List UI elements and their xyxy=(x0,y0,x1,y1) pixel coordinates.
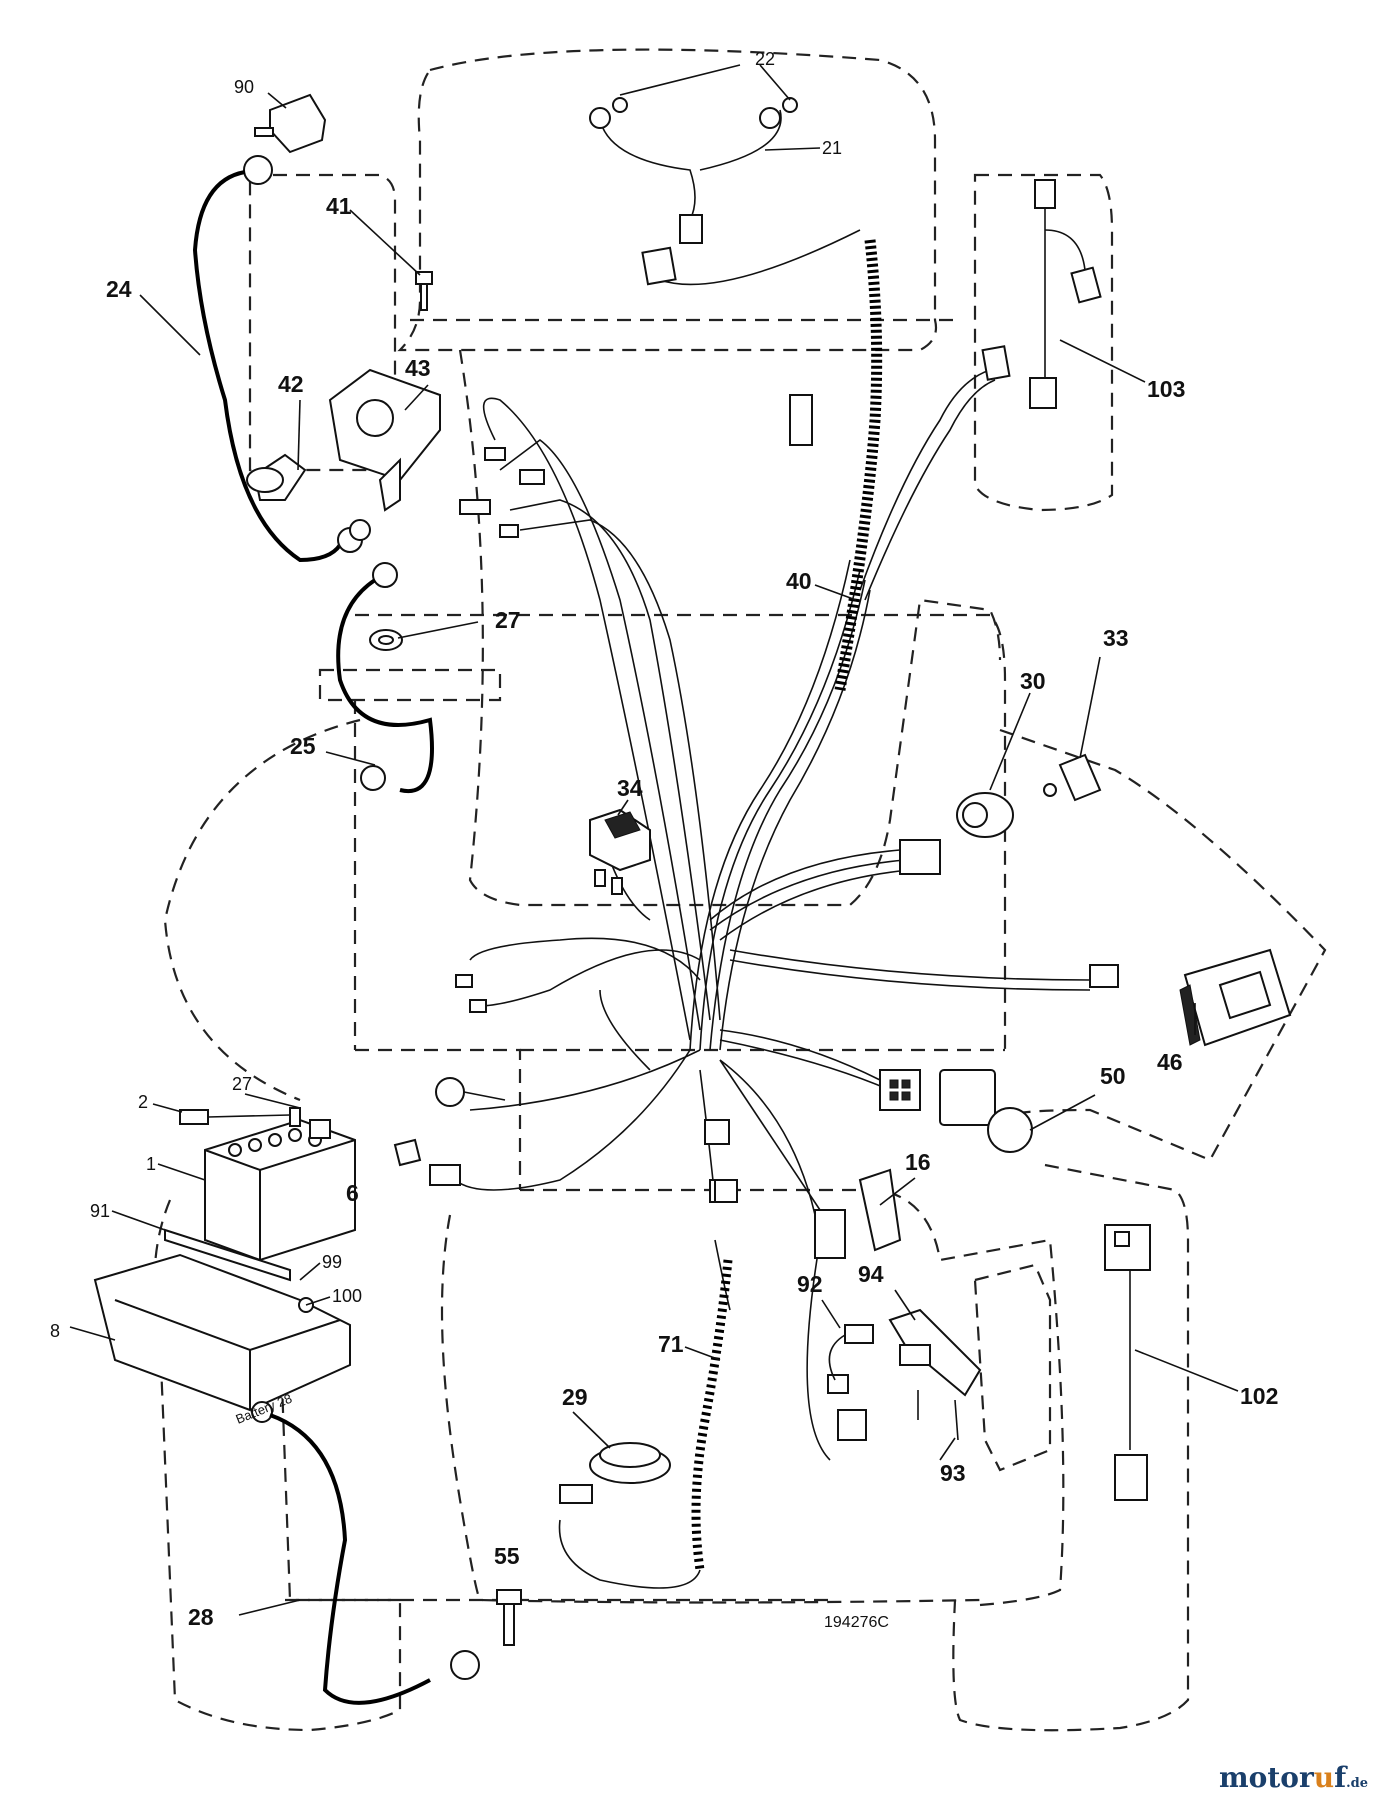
label-40: 40 xyxy=(786,568,812,594)
switch-34 xyxy=(589,808,651,895)
battery-1 xyxy=(204,1118,356,1262)
bolt-41 xyxy=(415,271,433,311)
label-100: 100 xyxy=(332,1286,362,1306)
leader-lines xyxy=(69,64,1239,1616)
seat-pan xyxy=(973,1263,1052,1472)
headlight-bulb-right xyxy=(759,107,781,129)
label-28: 28 xyxy=(188,1604,214,1630)
connector-6 xyxy=(393,1138,461,1186)
label-41: 41 xyxy=(326,193,352,219)
cable-25 xyxy=(336,562,434,794)
label-50: 50 xyxy=(1100,1063,1126,1089)
label-30: 30 xyxy=(1020,668,1046,694)
label-29: 29 xyxy=(562,1384,588,1410)
key-switch-30 xyxy=(899,792,1014,875)
screws-93 xyxy=(917,1390,959,1441)
label-2: 2 xyxy=(138,1092,148,1112)
label-99: 99 xyxy=(322,1252,342,1272)
label-55: 55 xyxy=(494,1543,520,1569)
conduit-40 xyxy=(834,239,883,691)
headlight-bulb-left xyxy=(589,107,611,129)
label-34: 34 xyxy=(617,775,643,801)
part-103 xyxy=(789,179,1102,446)
bolt-2 xyxy=(179,1107,301,1127)
label-8: 8 xyxy=(50,1321,60,1341)
connectors-92 xyxy=(827,1324,874,1441)
side-connector xyxy=(1089,964,1119,988)
nut-27 xyxy=(369,629,403,651)
label-25: 25 xyxy=(290,733,316,759)
connector-16 xyxy=(814,1168,902,1259)
watermark-logo: motoruf.de xyxy=(1219,1761,1368,1794)
label-6: 6 xyxy=(346,1180,359,1206)
main-harness-wires xyxy=(454,369,1091,1461)
relay-33 xyxy=(1043,753,1102,802)
conduit-71 xyxy=(558,1179,738,1589)
watermark-tld: .de xyxy=(1346,1776,1368,1791)
drawing-number: 194276C xyxy=(824,1614,889,1631)
label-22: 22 xyxy=(755,49,775,69)
watermark-accent: u xyxy=(1313,1761,1335,1794)
label-24: 24 xyxy=(106,276,132,302)
label-46: 46 xyxy=(1157,1049,1183,1075)
label-103: 103 xyxy=(1147,376,1185,402)
label-21: 21 xyxy=(822,138,842,158)
battery-cable-24 xyxy=(192,155,363,563)
safety-switch-94 xyxy=(888,1308,982,1397)
switch-50 xyxy=(879,1069,1033,1153)
watermark-end: f xyxy=(1334,1761,1347,1794)
label-42: 42 xyxy=(278,371,304,397)
tractor-outline xyxy=(153,48,1327,1732)
part-labels: 90 22 21 24 41 42 43 103 40 27 25 33 30 … xyxy=(50,49,1278,1631)
label-71: 71 xyxy=(658,1331,684,1357)
watermark-main: motor xyxy=(1219,1761,1314,1794)
part-29 xyxy=(559,1442,671,1504)
label-33: 33 xyxy=(1103,625,1129,651)
battery-strap-91 xyxy=(164,1228,291,1282)
headlight-harness-21 xyxy=(589,97,861,286)
label-16: 16 xyxy=(905,1149,931,1175)
harness-terminals xyxy=(455,447,545,1013)
ground-lug xyxy=(435,1077,506,1107)
label-102: 102 xyxy=(1240,1383,1278,1409)
label-27-battery: 27 xyxy=(232,1074,252,1094)
label-90: 90 xyxy=(234,77,254,97)
bolt-55 xyxy=(496,1589,522,1646)
solenoid-43 xyxy=(246,368,441,541)
label-93: 93 xyxy=(940,1460,966,1486)
label-94: 94 xyxy=(858,1261,884,1287)
label-1: 1 xyxy=(146,1154,156,1174)
label-43: 43 xyxy=(405,355,431,381)
label-27-top: 27 xyxy=(495,607,521,633)
cable-102 xyxy=(1104,1224,1151,1501)
part-90 xyxy=(254,93,327,154)
label-91: 91 xyxy=(90,1201,110,1221)
label-92: 92 xyxy=(797,1271,823,1297)
battery-tray-8 xyxy=(93,1253,351,1412)
cable-28 xyxy=(251,1401,480,1705)
control-panel-46 xyxy=(1179,948,1292,1047)
